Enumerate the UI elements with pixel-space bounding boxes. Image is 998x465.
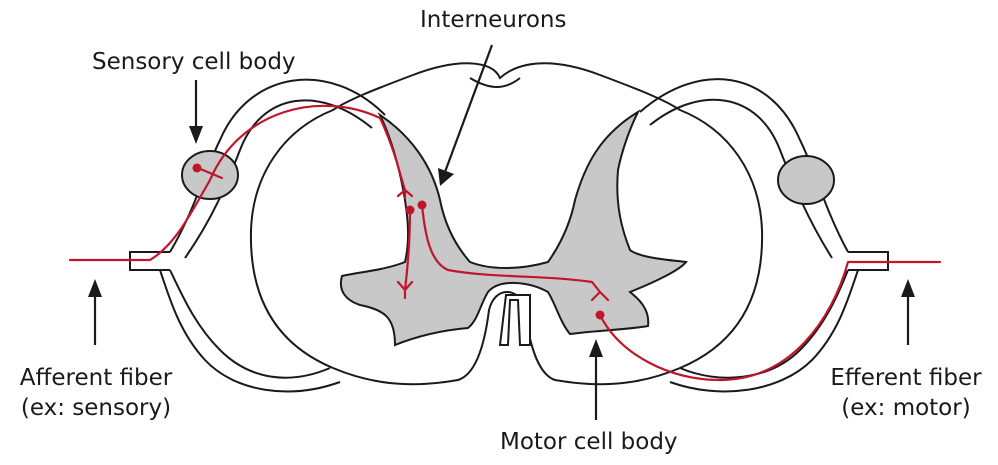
interneuron-cell-body-2 bbox=[418, 201, 427, 210]
motor-cell-body-dot bbox=[596, 311, 605, 320]
afferent-arrowhead bbox=[88, 279, 102, 297]
label-interneurons: Interneurons bbox=[420, 6, 566, 34]
label-sensory-cell-body: Sensory cell body bbox=[92, 48, 296, 76]
anterior-median-fissure bbox=[500, 295, 530, 345]
label-motor-cell-body: Motor cell body bbox=[500, 428, 678, 456]
sensory-cell-body-dot bbox=[193, 164, 202, 173]
efferent-arrowhead bbox=[901, 279, 915, 297]
label-efferent-example: (ex: motor) bbox=[818, 394, 994, 422]
sensory-arrowhead bbox=[189, 126, 203, 144]
label-efferent-fiber: Efferent fiber bbox=[818, 364, 994, 392]
right-ganglion bbox=[778, 156, 834, 204]
sensory-ganglion bbox=[182, 151, 238, 199]
interneuron-cell-body-1 bbox=[406, 206, 415, 215]
label-afferent-example: (ex: sensory) bbox=[6, 394, 186, 422]
label-afferent-fiber: Afferent fiber bbox=[6, 364, 186, 392]
